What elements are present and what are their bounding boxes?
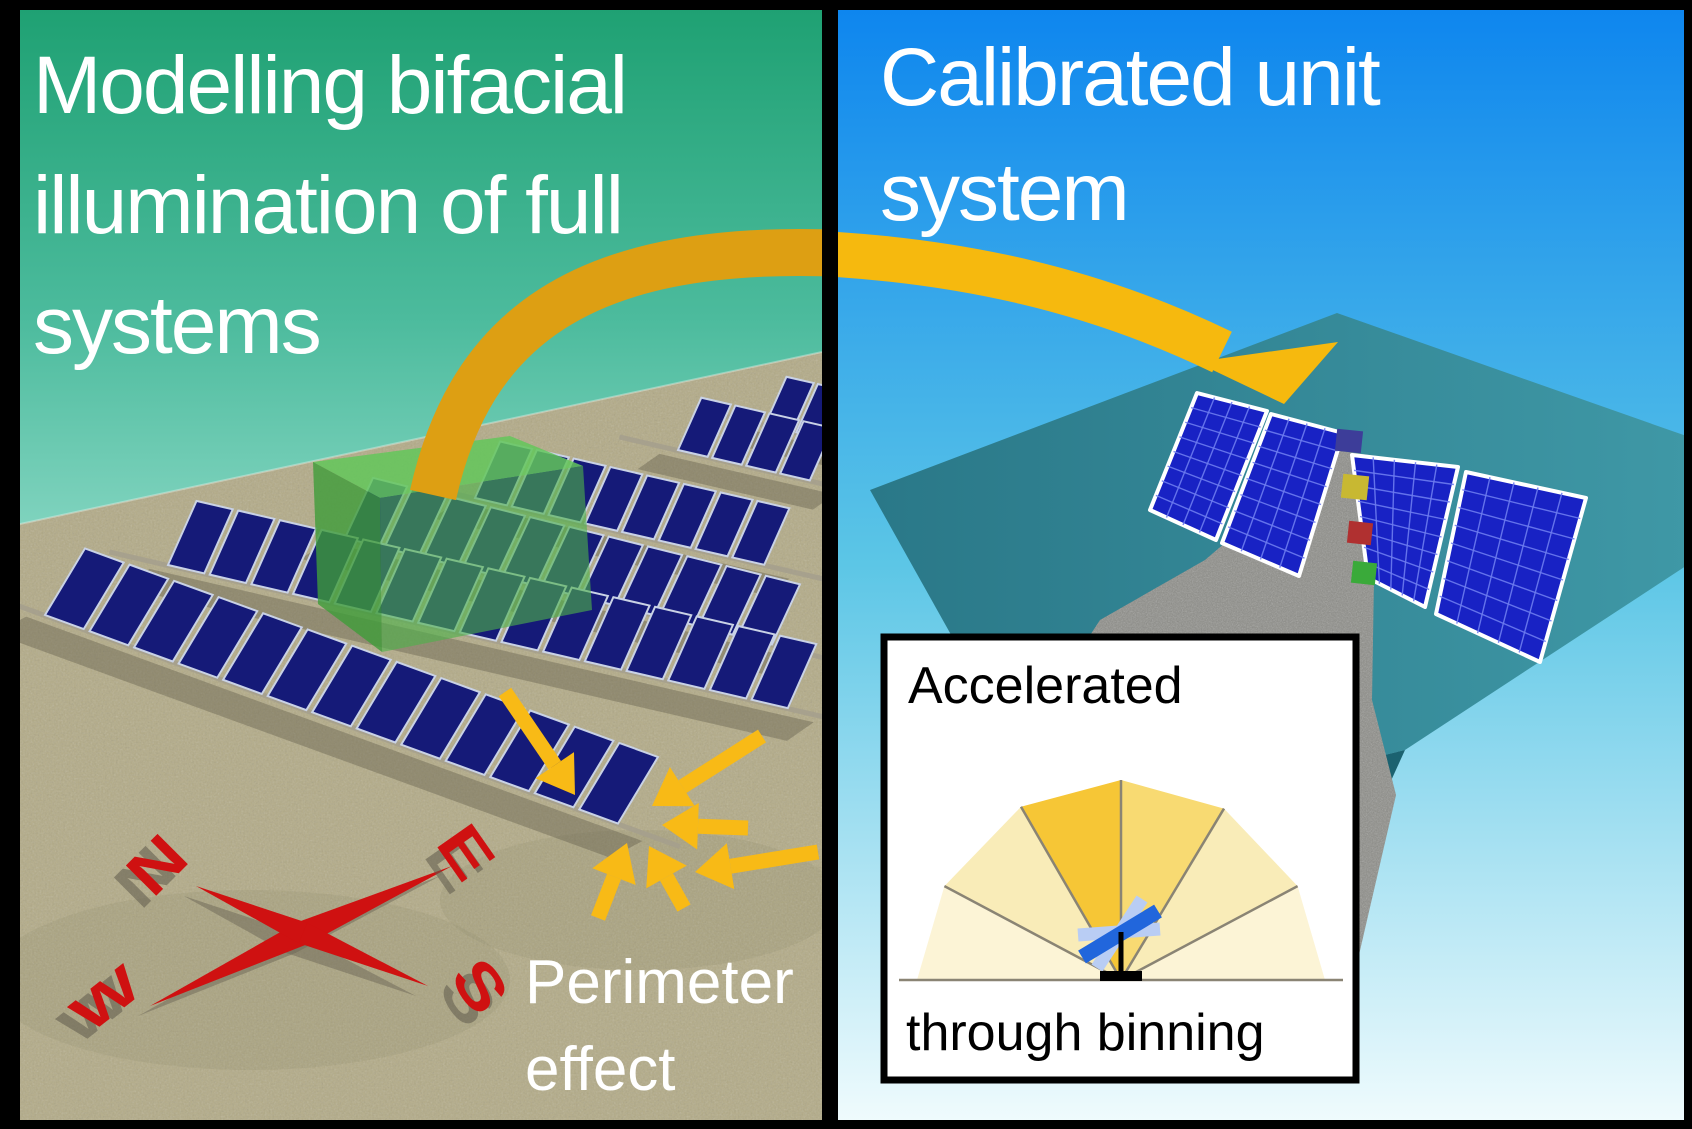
flow-arrow-left [410,228,822,501]
panel-divider [822,0,838,1129]
unit-solar-panel [1148,391,1269,542]
solar-panel [666,615,735,691]
solar-panel [620,474,681,541]
binning-inset-box: Accelerated through binning [880,633,1360,1084]
solar-panel [750,634,818,710]
perimeter-label-line1: Perimeter [525,948,794,1017]
row-shadow [20,616,643,858]
inset-caption: through binning [906,1004,1265,1062]
panel-row [618,396,822,510]
compass-star-spike [150,922,309,1006]
fan-wedge [944,806,1121,980]
compass-star-spike [298,922,428,986]
solar-panel [625,605,693,681]
fan-wedge [917,886,1121,980]
calibration-markers [1334,428,1378,586]
left-title-line2: illumination of full [33,160,622,251]
marker-green [1350,560,1378,586]
fan-ray [943,885,1122,982]
flow-arrowhead-icon [1196,342,1338,404]
unit-solar-panel [1434,470,1588,664]
solar-panel [676,396,733,458]
row-shadow [637,453,822,510]
marker-yellow [1340,473,1370,501]
irradiance-arrow-icon [646,846,691,912]
solar-panel [266,628,348,712]
right-title-line1: Calibrated unit [880,32,1381,123]
sand-shade [20,890,510,1070]
solar-panel [177,595,259,679]
marker-red [1346,520,1374,546]
irradiance-arrow-icon [695,843,820,890]
fan-wedge [1121,808,1298,980]
solar-panel [399,676,482,760]
solar-panel [744,412,801,474]
irradiance-arrow-icon [662,803,749,850]
flow-arrow-right [838,231,1232,373]
panel-row [108,499,822,741]
left-title-line1: Modelling bifacial [33,40,626,131]
left-panel: N N E E S S W W Perimeter effect Modelli… [20,10,822,1120]
solar-panel [208,509,276,585]
perimeter-label-line2: effect [525,1035,676,1104]
solar-panel [694,491,755,558]
irradiance-arrow-icon [652,729,767,807]
solar-panel [778,420,822,482]
solar-panel [88,563,170,647]
solar-panel [310,644,393,728]
solar-panel [132,579,215,663]
solar-panel [221,612,304,696]
solar-panel [708,624,777,700]
solar-panel [710,404,767,466]
irradiance-arrow-icon [498,687,575,795]
solar-panel [166,499,235,575]
compass-rose [138,866,452,1016]
mounting-base [1100,971,1142,981]
solar-panel [583,465,644,532]
marker-purple [1334,428,1364,454]
box-right-face [380,466,592,652]
solar-panel [249,519,318,594]
panel-row [20,547,681,858]
fan-ray [1120,885,1299,982]
solar-panel [577,741,660,825]
solar-panel [657,482,718,549]
perimeter-arrows [498,687,820,921]
right-panel: Accelerated through binning Calibrated u… [838,10,1684,1120]
inset-title: Accelerated [908,657,1183,715]
horizon-line [20,351,822,525]
compass-star-spike [196,886,308,944]
compass-star-spike [184,896,296,954]
right-title-line2: system [880,147,1128,238]
solar-panel [355,660,437,744]
sky-bins-fan [899,780,1343,982]
irradiance-arrow-icon [591,843,636,921]
solar-panel [730,499,791,566]
solar-panel [43,547,126,631]
row-shadow [122,568,814,741]
compass-star-spike [298,866,452,944]
unit-highlight-box [313,436,592,652]
fan-wedge [1121,886,1325,980]
unit-panels [1148,391,1588,664]
box-left-face [313,462,382,652]
fan-ray [1119,807,1226,981]
solar-panel [583,596,651,671]
left-title-line3: systems [33,280,320,371]
unit-solar-panel [1220,412,1345,578]
